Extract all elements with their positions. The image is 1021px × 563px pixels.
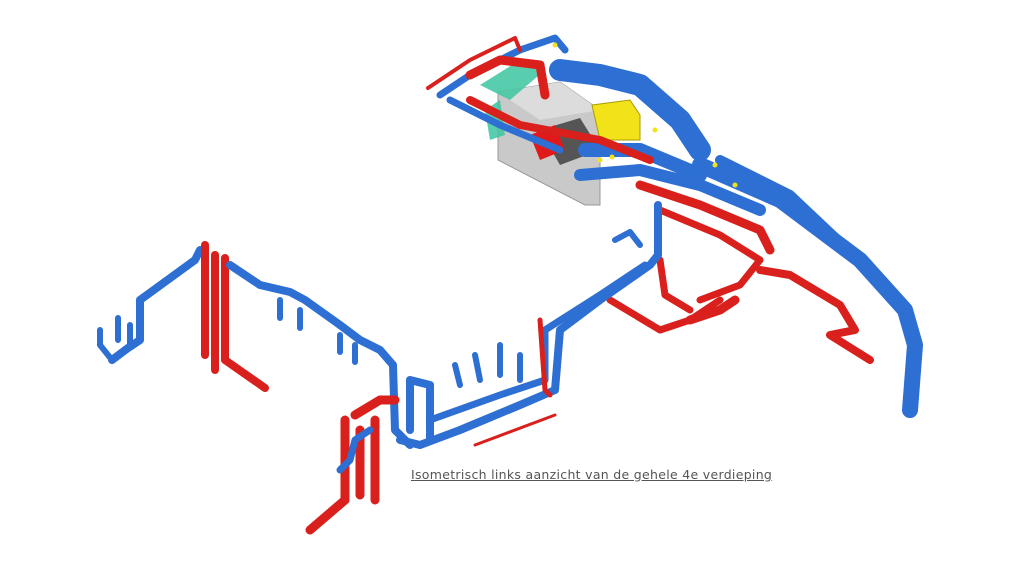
marker (732, 182, 738, 188)
lower-red-group (350, 395, 400, 505)
central-red-riser (537, 317, 553, 398)
marker (552, 42, 558, 48)
lower-blue-short (336, 426, 374, 474)
marker (597, 157, 603, 163)
diagram-caption: Isometrisch links aanzicht van de gehele… (411, 467, 773, 482)
thin-red-line (473, 413, 557, 447)
long-duct-2 (715, 155, 885, 285)
blue-loop (406, 376, 434, 444)
upper-red-pipes (426, 36, 874, 364)
red-loop (465, 55, 550, 100)
left-blue-branches (97, 315, 133, 363)
central-blue-main (396, 201, 662, 449)
gray-unit-top (498, 82, 600, 120)
red-pipe-5 (756, 266, 874, 364)
duct-branch (578, 143, 707, 182)
long-duct (692, 157, 923, 418)
red-drop (656, 256, 694, 314)
blue-stub (612, 229, 643, 248)
red-pipe-4 (606, 296, 724, 334)
red-pipe-1 (466, 96, 654, 164)
main-duct-upper (549, 59, 711, 161)
marker (609, 154, 615, 160)
red-pipe-3 (656, 206, 764, 304)
lower-red-riser (305, 415, 350, 535)
blue-pipe-left (446, 96, 564, 154)
marker (712, 162, 718, 168)
red-coil (685, 295, 740, 325)
marker (652, 127, 658, 133)
left-blue-main (226, 261, 414, 449)
yellow-markers (552, 42, 738, 188)
central-blue-drops (452, 342, 523, 388)
red-riser-3 (221, 254, 269, 392)
red-pipe-2 (635, 180, 775, 255)
left-blue-riser (108, 246, 204, 364)
yellow-damper (591, 99, 641, 141)
thin-red-riser (426, 36, 522, 90)
blue-drops (277, 297, 358, 365)
lower-middle (305, 201, 662, 535)
duct-branch-2 (574, 164, 766, 216)
green-coil (480, 60, 545, 100)
